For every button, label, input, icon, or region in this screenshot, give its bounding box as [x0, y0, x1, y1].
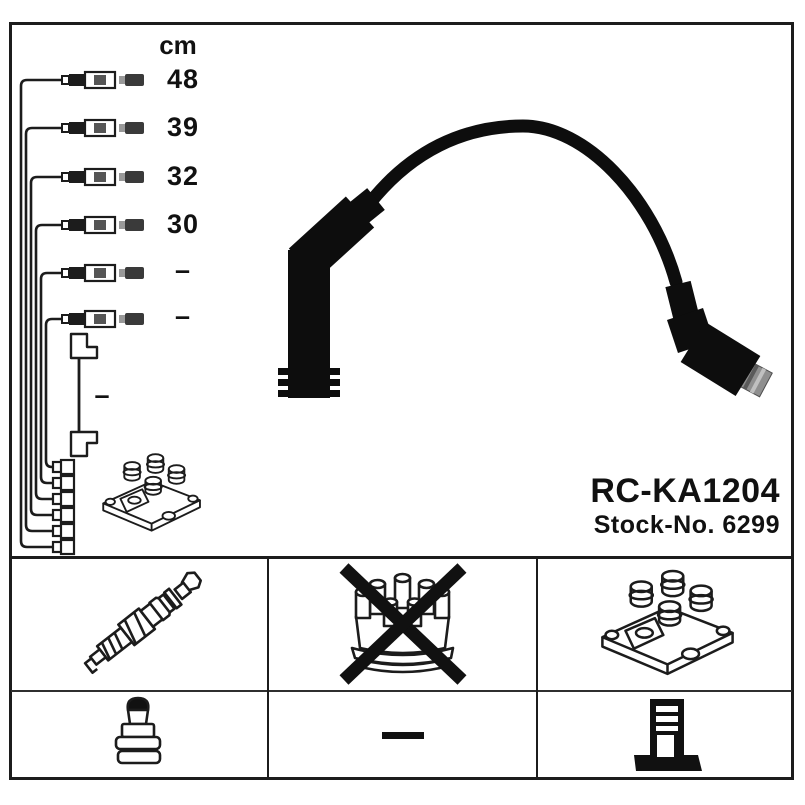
- cable-length-5: –: [174, 255, 192, 285]
- product-id-block: RC-KA1204 Stock-No. 6299: [590, 472, 780, 540]
- coil-boot: [665, 280, 761, 396]
- footer-cell-ignition-coil: [540, 559, 792, 688]
- grid-line-horizontal-mid: [11, 690, 792, 692]
- cable-length-1: 48: [166, 64, 200, 94]
- distributor-cap-icon: [339, 562, 466, 685]
- lead-routing-lines: [19, 78, 64, 549]
- cable-length-4: 30: [166, 209, 200, 239]
- coil-tower-connector-icon: [114, 696, 162, 765]
- cable-length-6: –: [174, 301, 192, 331]
- stock-number: Stock-No. 6299: [593, 511, 780, 539]
- coil-lead-drawing: [69, 332, 99, 458]
- coil-lead-length: –: [94, 380, 110, 410]
- grid-line-vertical-2: [536, 556, 538, 778]
- grid-line-vertical-1: [267, 556, 269, 778]
- part-number: RC-KA1204: [590, 472, 780, 510]
- spark-plug-icon: [83, 570, 202, 674]
- cable-length-3: 32: [166, 161, 200, 191]
- footer-cell-dash: [271, 694, 534, 776]
- ignition-coil-icon: [600, 569, 734, 675]
- coil-plug-terminals: [51, 458, 76, 556]
- grid-line-horizontal-top: [9, 556, 794, 559]
- dash-icon: [381, 731, 424, 739]
- product-cable-photo: [278, 119, 773, 398]
- schematic-ignition-coil-icon: [102, 453, 201, 532]
- crossed-out-x: [339, 562, 466, 685]
- lead-connector-drawings: [60, 70, 146, 329]
- footer-cell-terminal-stud: [540, 694, 792, 776]
- cable-arc: [359, 119, 683, 289]
- terminal-stud-icon: [634, 699, 702, 771]
- footer-cell-spark-plug: [11, 559, 265, 688]
- spark-plug-boot: [278, 188, 385, 398]
- cable-length-2: 39: [166, 112, 200, 142]
- length-unit-header: cm: [159, 30, 197, 60]
- footer-cell-connector: [11, 694, 265, 776]
- footer-cell-distributor-cap: [271, 559, 534, 688]
